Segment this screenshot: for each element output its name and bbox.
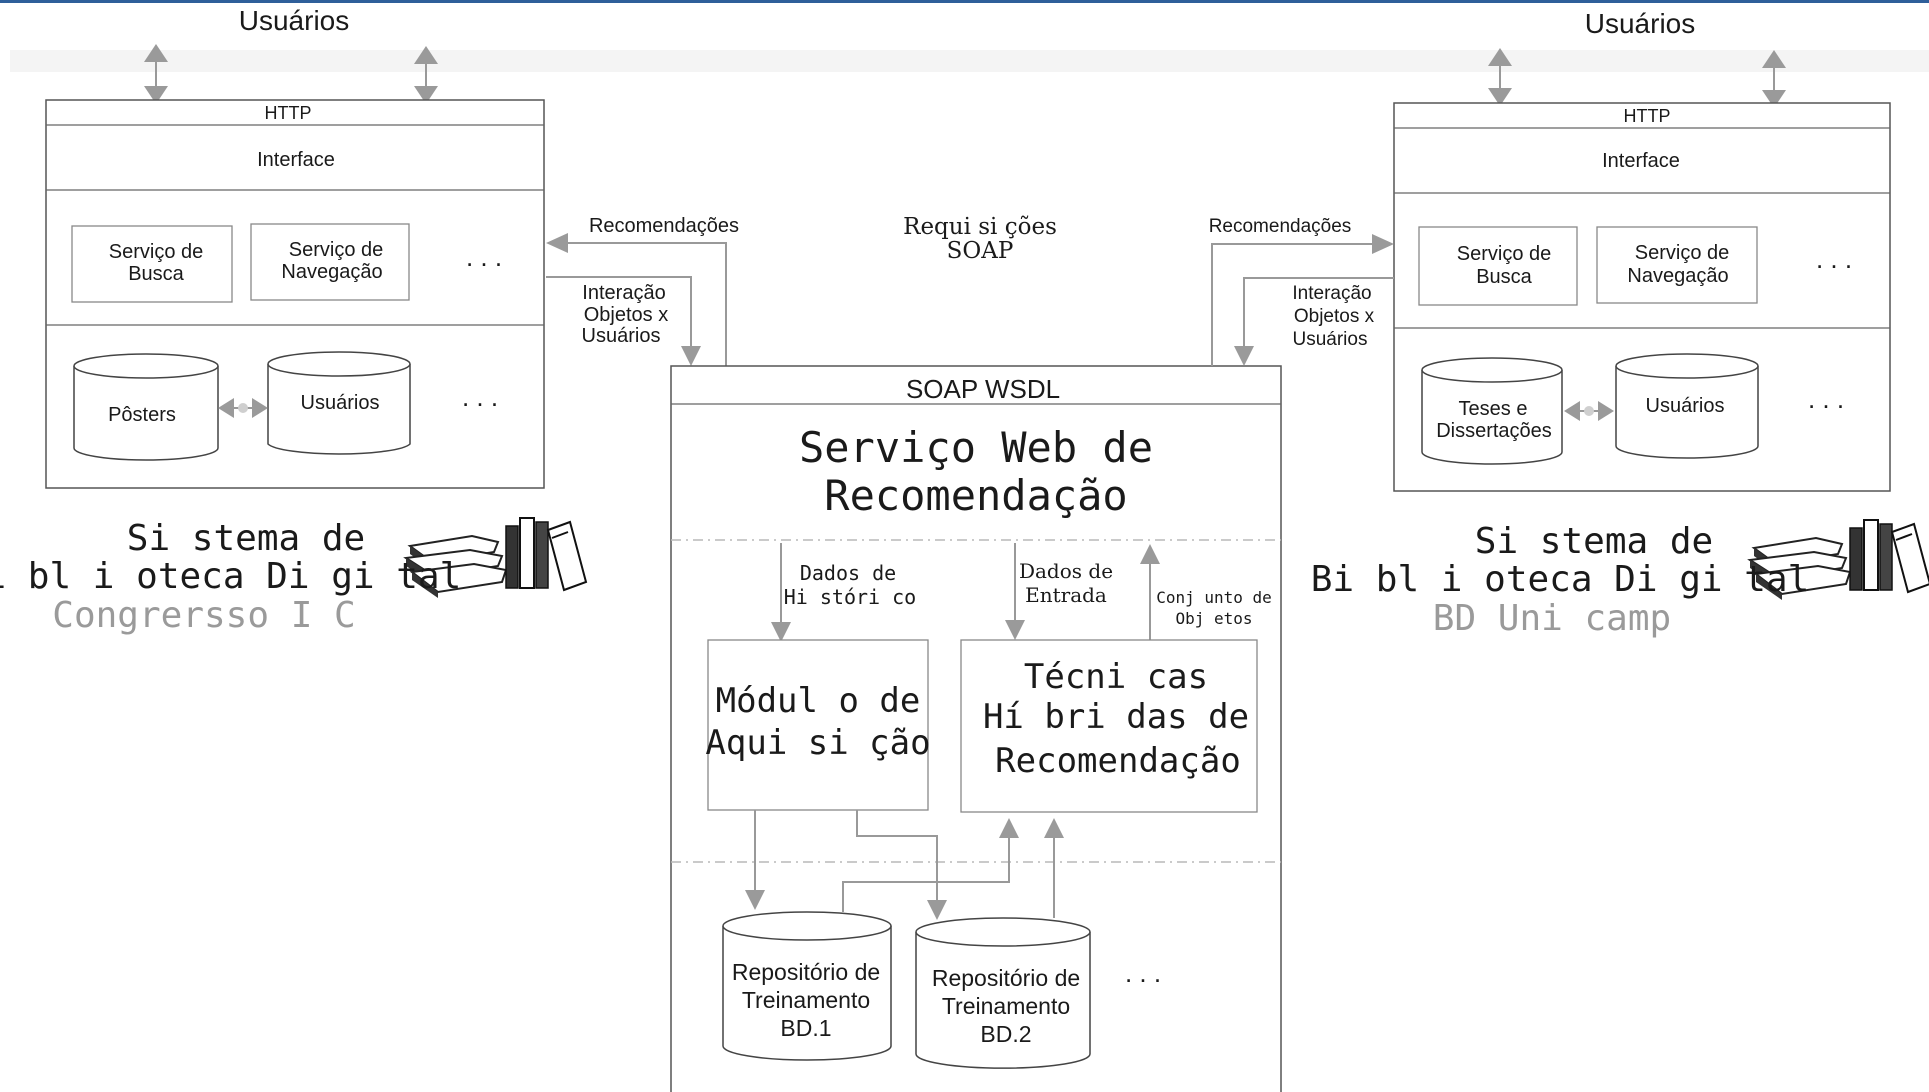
left-user-arrow-1 — [144, 44, 168, 104]
object-set-arrow — [1140, 544, 1160, 640]
right-navigation-service-label-1: Serviço de — [1635, 242, 1730, 264]
input-data-label-2: Entrada — [1025, 583, 1107, 607]
right-services-ellipsis: . . . — [1816, 244, 1852, 274]
left-db-ellipsis: . . . — [462, 382, 498, 412]
repo1-label-1: Repositório de — [732, 959, 880, 985]
repo1-label-2: Treinamento — [742, 987, 870, 1013]
right-users-label: Usuários — [1585, 8, 1695, 39]
right-search-service-label-1: Serviço de — [1457, 243, 1552, 265]
soap-requests-label-1: Requi si ções — [903, 214, 1057, 240]
right-db-link-arrow — [1564, 401, 1614, 421]
right-interaction-label-1: Interação — [1292, 283, 1371, 304]
left-search-service-box — [71, 225, 233, 303]
right-theses-db — [1421, 357, 1563, 465]
right-navigation-service-box — [1596, 226, 1758, 304]
hybrid-techniques-label-2: Hí bri das de — [983, 697, 1249, 737]
left-posters-db — [73, 353, 219, 461]
left-recommendations-label: Recomendações — [589, 215, 739, 237]
service-title-2: Recomendação — [824, 471, 1127, 520]
left-search-service-label-2: Busca — [128, 263, 184, 285]
right-search-service-label-2: Busca — [1476, 266, 1532, 288]
left-interaction-arrow — [546, 276, 701, 366]
left-recommendations-arrow — [546, 233, 727, 366]
left-navigation-service-label-2: Navegação — [281, 261, 382, 283]
right-theses-db-label-2: Dissertações — [1436, 420, 1552, 442]
repo2-to-techniques-arrow — [1044, 818, 1064, 918]
left-services-ellipsis: . . . — [466, 242, 502, 272]
left-system-title-1: Si stema de — [127, 518, 365, 559]
repo1-to-techniques-arrow — [842, 818, 1019, 912]
hybrid-techniques-label-3: Recomendação — [995, 741, 1241, 781]
left-users-label: Usuários — [239, 5, 349, 36]
left-search-service-label-1: Serviço de — [109, 241, 204, 263]
right-system-title-1: Si stema de — [1475, 521, 1713, 562]
repo2-label-1: Repositório de — [932, 965, 1080, 991]
input-data-label-1: Dados de — [1019, 559, 1113, 583]
object-set-label-2: Obj etos — [1175, 609, 1252, 628]
acquisition-module-box — [707, 639, 929, 811]
left-user-arrow-2 — [414, 46, 438, 104]
right-system-title-2: Bi bl i oteca Di gi tal — [1311, 559, 1810, 600]
right-interaction-label-3: Usuários — [1293, 329, 1368, 350]
service-title-1: Serviço Web de — [799, 423, 1153, 472]
left-system-title-2: Bi bl i oteca Di gi tal — [0, 556, 461, 597]
right-recommendations-arrow — [1211, 234, 1394, 366]
top-bar — [0, 0, 1929, 3]
right-db-ellipsis: . . . — [1808, 384, 1844, 414]
repo2-db — [915, 917, 1091, 1069]
left-db-link-arrow — [218, 398, 268, 418]
header-band — [10, 50, 1929, 72]
history-data-label-2: Hi stóri co — [784, 585, 916, 609]
right-interaction-arrow — [1234, 277, 1394, 366]
repo2-label-2: Treinamento — [942, 993, 1070, 1019]
repo1-label-3: BD.1 — [780, 1015, 831, 1041]
repo2-label-3: BD.2 — [980, 1021, 1031, 1047]
left-users-db-label: Usuários — [301, 392, 380, 414]
left-navigation-service-label-1: Serviço de — [289, 239, 384, 261]
right-theses-db-label-1: Teses e — [1459, 398, 1528, 420]
history-data-arrow — [771, 543, 791, 642]
left-interaction-label-3: Usuários — [582, 325, 661, 347]
module-to-repo2-arrow — [856, 810, 947, 920]
left-interface-label: Interface — [257, 149, 335, 171]
right-interaction-label-2: Objetos x — [1294, 306, 1375, 327]
left-http-label: HTTP — [265, 103, 312, 123]
acquisition-module-label-1: Módul o de — [716, 681, 921, 721]
right-users-db-label: Usuários — [1646, 395, 1725, 417]
right-user-arrow-1 — [1488, 48, 1512, 106]
left-interaction-label-1: Interação — [582, 282, 665, 304]
right-interface-label: Interface — [1602, 150, 1680, 172]
right-navigation-service-label-2: Navegação — [1627, 265, 1728, 287]
left-users-db — [267, 351, 411, 455]
right-search-service-box — [1418, 226, 1578, 306]
left-posters-db-label: Pôsters — [108, 404, 176, 426]
repos-ellipsis: . . . — [1125, 958, 1161, 988]
left-navigation-service-box — [250, 223, 410, 301]
right-users-db — [1615, 353, 1759, 459]
object-set-label-1: Conj unto de — [1156, 588, 1272, 607]
left-system-name: Congrersso I C — [52, 595, 355, 636]
history-data-label-1: Dados de — [800, 561, 896, 585]
soap-requests-label-2: SOAP — [947, 238, 1014, 264]
repo1-db — [722, 911, 892, 1061]
module-to-repo1-arrow — [745, 810, 765, 910]
left-interaction-label-2: Objetos x — [584, 304, 668, 326]
right-user-arrow-2 — [1762, 50, 1786, 108]
input-data-arrow — [1005, 543, 1025, 640]
right-system-name: BD Uni camp — [1433, 598, 1671, 639]
right-http-label: HTTP — [1624, 106, 1671, 126]
soap-wsdl-label: SOAP WSDL — [906, 374, 1060, 404]
acquisition-module-label-2: Aqui si ção — [705, 723, 930, 763]
hybrid-techniques-box — [960, 639, 1258, 813]
right-recommendations-label: Recomendações — [1209, 216, 1352, 237]
hybrid-techniques-label-1: Técni cas — [1024, 657, 1208, 697]
